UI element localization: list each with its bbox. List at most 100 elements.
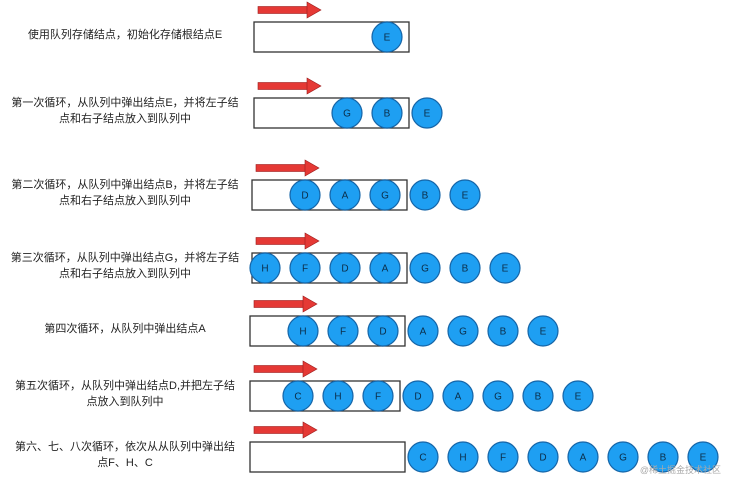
watermark: @稀土掘金技术社区 xyxy=(639,465,721,475)
node-H: H xyxy=(447,441,479,473)
node-letter: F xyxy=(302,264,308,275)
node-E: E xyxy=(687,441,719,473)
node-E: E xyxy=(527,315,559,347)
node-circle xyxy=(482,380,514,412)
node-circle xyxy=(487,315,519,347)
node-H: H xyxy=(287,315,319,347)
node-circle xyxy=(329,252,361,284)
node-letter: C xyxy=(419,453,426,464)
arrow-head xyxy=(304,232,320,250)
node-A: A xyxy=(442,380,474,412)
node-letter: B xyxy=(462,264,469,275)
arrow-shaft xyxy=(255,164,307,172)
node-circle xyxy=(487,441,519,473)
node-F: F xyxy=(362,380,394,412)
step-label: 第五次循环，从队列中弹出结点D,并把左子结点放入到队列中 xyxy=(15,380,235,408)
node-letter: E xyxy=(462,191,469,202)
node-letter: B xyxy=(422,191,429,202)
node-letter: B xyxy=(660,453,667,464)
node-letter: E xyxy=(384,33,391,44)
node-B: B xyxy=(409,179,441,211)
node-C: C xyxy=(407,441,439,473)
dequeue-arrow xyxy=(253,421,318,439)
node-E: E xyxy=(449,179,481,211)
node-circle xyxy=(371,21,403,53)
node-circle xyxy=(647,441,679,473)
step-label: 第四次循环，从队列中弹出结点A xyxy=(44,323,206,335)
node-circle xyxy=(407,315,439,347)
dequeue-arrow xyxy=(253,360,318,378)
node-circle xyxy=(249,252,281,284)
arrow-shaft xyxy=(257,82,309,90)
node-letter: F xyxy=(375,392,381,403)
node-D: D xyxy=(367,315,399,347)
queue-box xyxy=(253,97,410,129)
node-H: H xyxy=(249,252,281,284)
node-letter: D xyxy=(379,327,386,338)
arrow-shaft xyxy=(255,237,307,245)
node-circle xyxy=(567,441,599,473)
node-letter: D xyxy=(341,264,348,275)
node-letter: B xyxy=(500,327,507,338)
arrow-shaft xyxy=(257,6,309,14)
arrow-head xyxy=(304,159,320,177)
node-B: B xyxy=(371,97,403,129)
node-D: D xyxy=(402,380,434,412)
node-circle xyxy=(287,315,319,347)
queue-box xyxy=(251,179,408,211)
node-A: A xyxy=(329,179,361,211)
node-circle xyxy=(371,97,403,129)
node-letter: A xyxy=(382,264,389,275)
node-G: G xyxy=(331,97,363,129)
node-letter: E xyxy=(700,453,707,464)
node-letter: B xyxy=(535,392,542,403)
node-letter: G xyxy=(619,453,627,464)
queue-box xyxy=(249,441,406,473)
node-letter: G xyxy=(421,264,429,275)
node-G: G xyxy=(369,179,401,211)
node-A: A xyxy=(407,315,439,347)
node-C: C xyxy=(282,380,314,412)
dequeue-arrow xyxy=(257,1,322,19)
node-circle xyxy=(447,315,479,347)
arrow-head xyxy=(306,1,322,19)
arrow-shaft xyxy=(253,300,305,308)
node-circle xyxy=(522,380,554,412)
node-circle xyxy=(527,315,559,347)
node-B: B xyxy=(449,252,481,284)
node-letter: A xyxy=(580,453,587,464)
node-circle xyxy=(331,97,363,129)
node-letter: G xyxy=(381,191,389,202)
node-circle xyxy=(362,380,394,412)
node-circle xyxy=(562,380,594,412)
node-E: E xyxy=(489,252,521,284)
node-F: F xyxy=(487,441,519,473)
node-letter: E xyxy=(502,264,509,275)
dequeue-arrow xyxy=(255,159,320,177)
step-label: 第一次循环，从队列中弹出结点E，并将左子结点和右子结点放入到队列中 xyxy=(11,97,239,125)
node-letter: E xyxy=(540,327,547,338)
node-circle xyxy=(449,179,481,211)
node-E: E xyxy=(411,97,443,129)
node-D: D xyxy=(289,179,321,211)
node-letter: H xyxy=(334,392,341,403)
node-letter: B xyxy=(384,109,391,120)
node-circle xyxy=(327,315,359,347)
node-circle xyxy=(402,380,434,412)
node-D: D xyxy=(527,441,559,473)
node-circle xyxy=(282,380,314,412)
step-label: 使用队列存储结点，初始化存储根结点E xyxy=(27,29,223,41)
node-letter: H xyxy=(459,453,466,464)
step-label: 第二次循环，从队列中弹出结点B，并将左子结点和右子结点放入到队列中 xyxy=(11,179,239,207)
node-circle xyxy=(409,179,441,211)
node-E: E xyxy=(562,380,594,412)
dequeue-arrow xyxy=(255,232,320,250)
node-circle xyxy=(411,97,443,129)
arrow-head xyxy=(306,77,322,95)
node-circle xyxy=(289,179,321,211)
arrow-head xyxy=(302,421,318,439)
node-F: F xyxy=(327,315,359,347)
node-letter: A xyxy=(420,327,427,338)
node-letter: F xyxy=(340,327,346,338)
